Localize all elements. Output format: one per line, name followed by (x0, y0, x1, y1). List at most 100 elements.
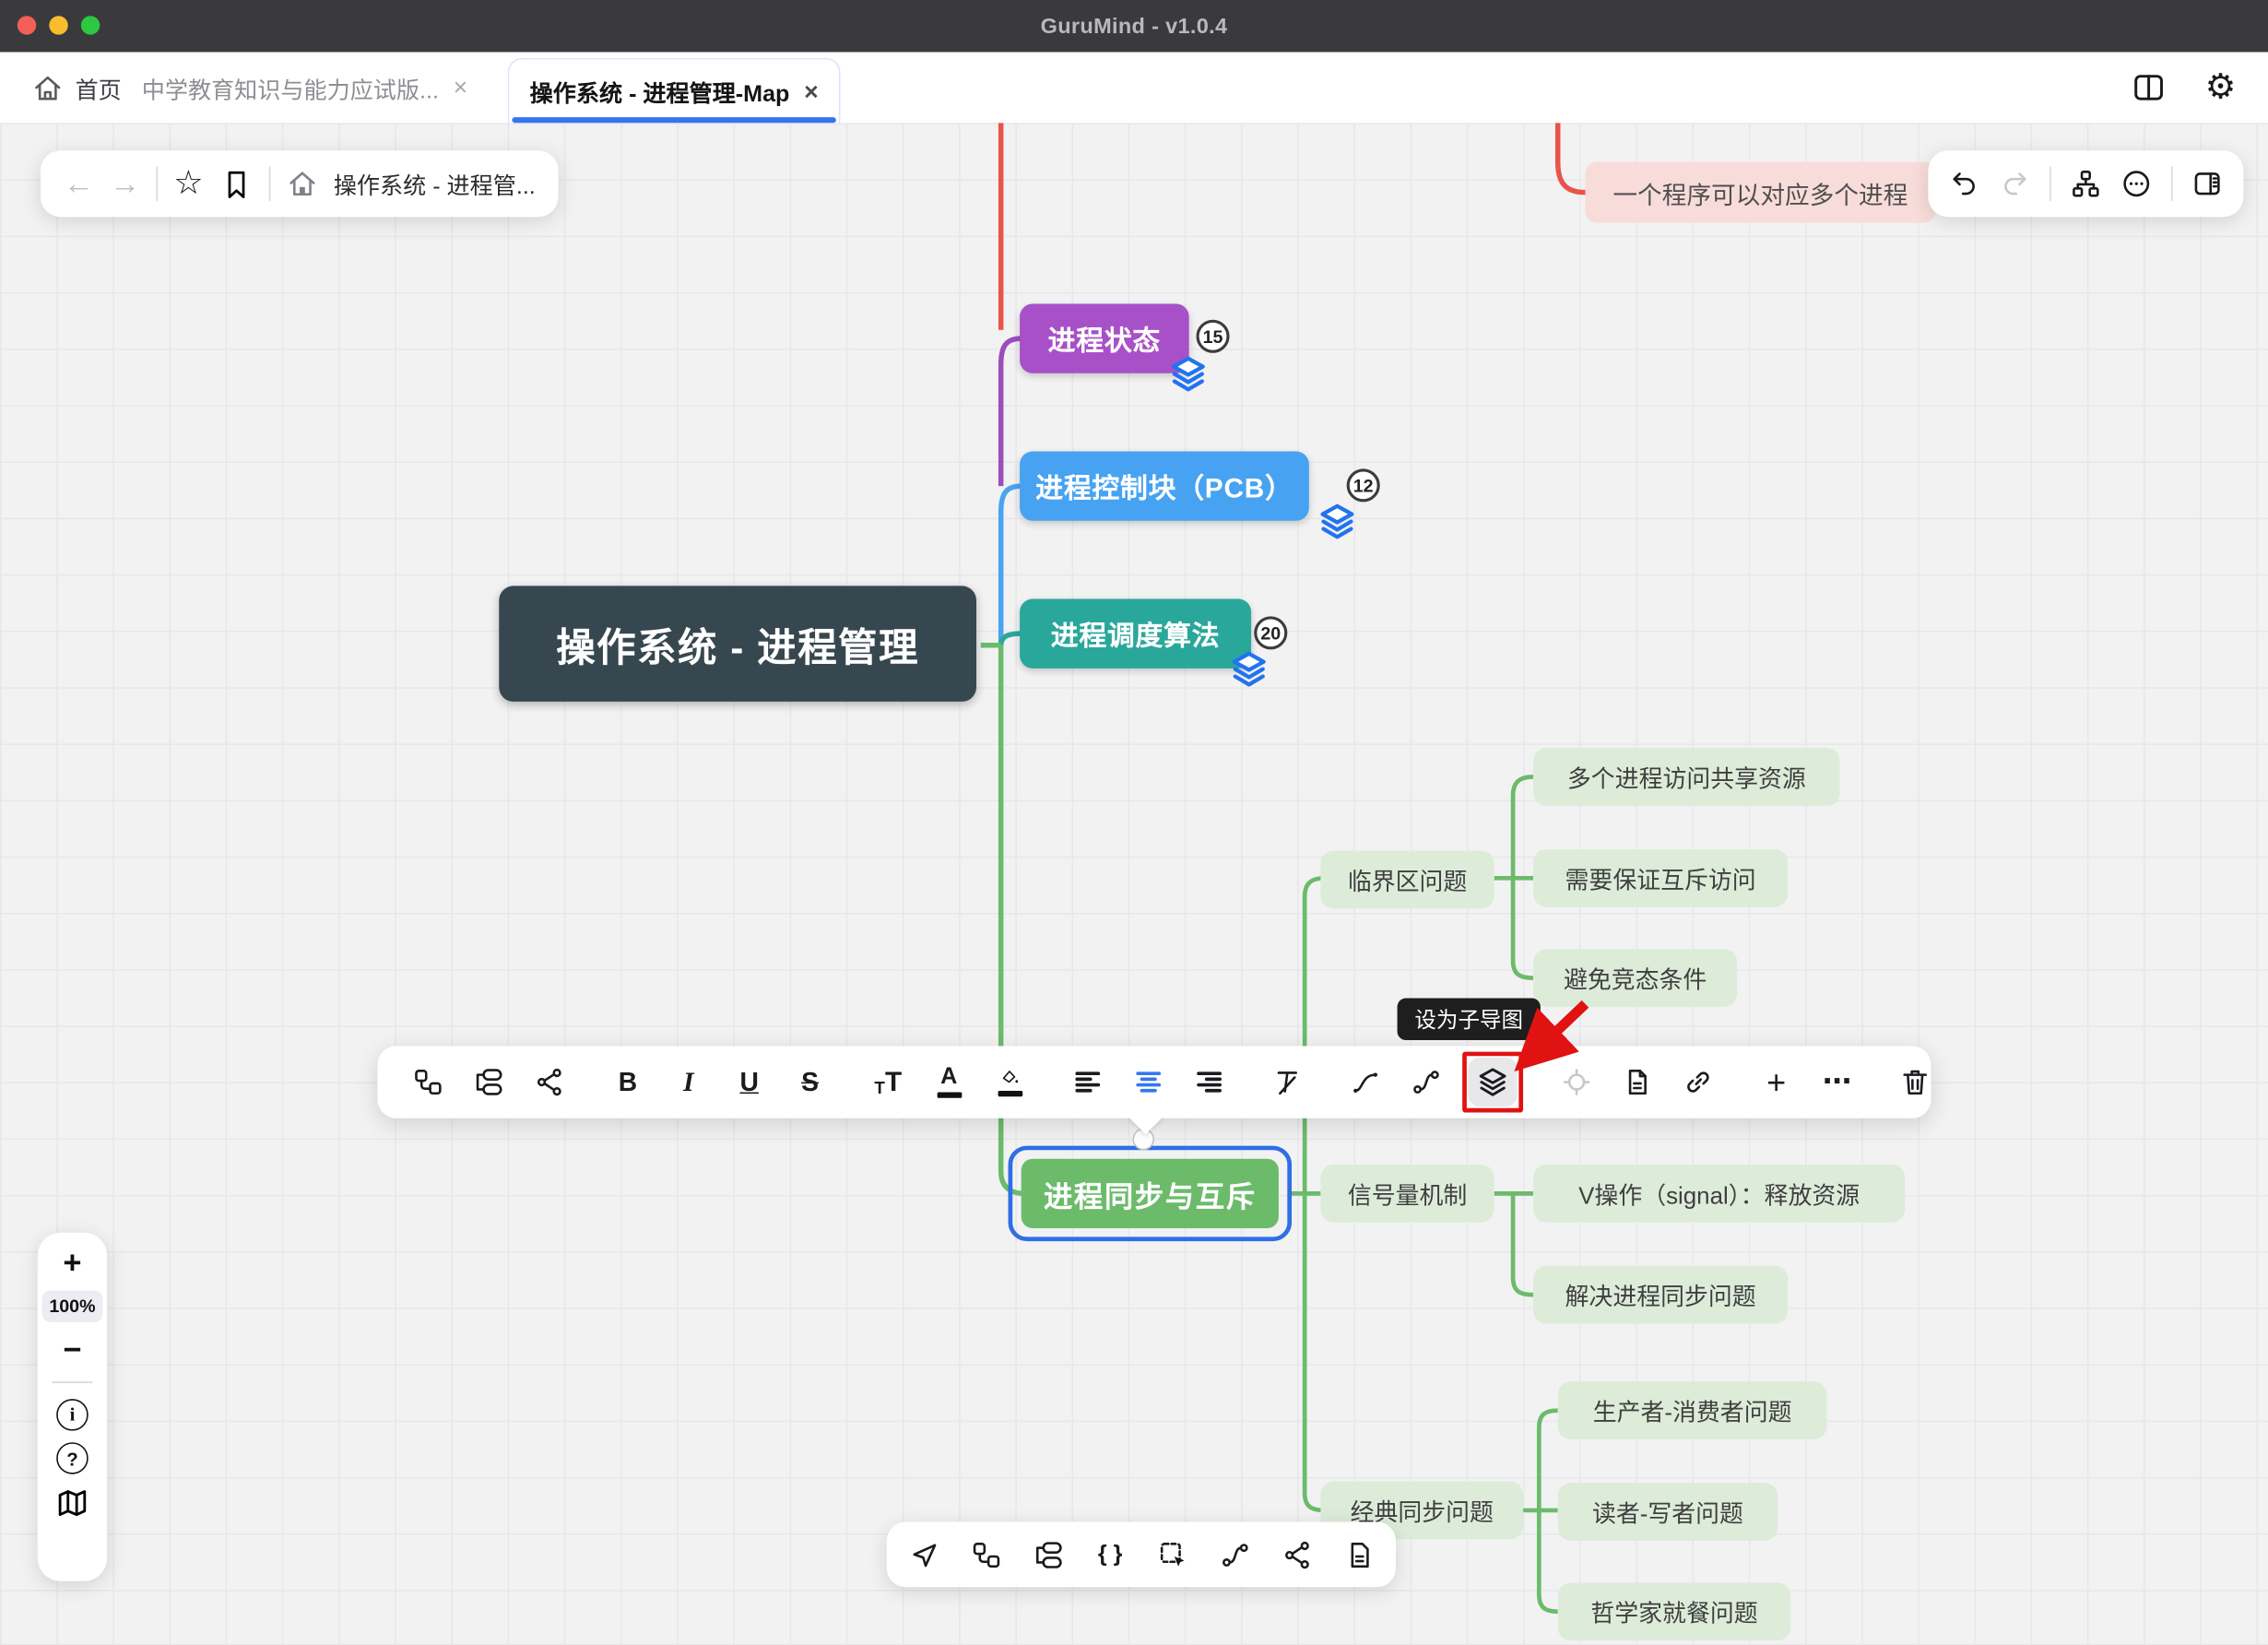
sibling-node-icon[interactable] (1023, 1530, 1072, 1579)
root-node[interactable]: 操作系统 - 进程管理 (499, 586, 977, 702)
leaf-node[interactable]: V操作（signal）：释放资源 (1533, 1164, 1906, 1223)
submap-tooltip: 设为子导图 (1397, 998, 1541, 1041)
node-critical-section[interactable]: 临界区问题 (1320, 850, 1494, 909)
breadcrumb[interactable]: 操作系统 - 进程管... (333, 174, 536, 200)
close-window-button[interactable] (17, 16, 37, 35)
more-circle-icon[interactable] (2120, 168, 2153, 200)
submap-layers-icon[interactable] (1317, 501, 1356, 542)
plus-label: + (1766, 1062, 1787, 1101)
zoom-level[interactable]: 100% (41, 1290, 103, 1322)
settings-gear-icon[interactable]: ⚙ (2204, 66, 2237, 107)
node-sync-mutex[interactable]: 进程同步与互斥 (1021, 1158, 1279, 1228)
sibling-node-icon[interactable] (465, 1058, 514, 1107)
home-nav[interactable]: 首页 (32, 70, 122, 105)
node-link-icon[interactable] (962, 1530, 1010, 1579)
color-bar (936, 1092, 962, 1098)
node-count-badge: 20 (1254, 616, 1288, 650)
marquee-select-icon[interactable] (1148, 1530, 1197, 1579)
connection-line-icon[interactable] (1401, 1058, 1450, 1107)
node-process-state[interactable]: 进程状态 (1020, 303, 1189, 373)
leaf-node[interactable]: 需要保证互斥访问 (1533, 848, 1789, 907)
navigate-cursor-icon[interactable] (899, 1530, 948, 1579)
leaf-node[interactable]: 哲学家就餐问题 (1557, 1582, 1791, 1641)
minimap-icon[interactable] (55, 1485, 90, 1521)
bold-button[interactable]: B (603, 1058, 652, 1107)
minimize-window-button[interactable] (49, 16, 68, 35)
leaf-node[interactable]: 生产者-消费者问题 (1557, 1381, 1827, 1440)
clear-format-icon[interactable] (1263, 1058, 1312, 1107)
org-chart-icon[interactable] (2070, 168, 2102, 200)
leaf-node[interactable]: 解决进程同步问题 (1533, 1265, 1789, 1324)
divider (2049, 166, 2051, 202)
zoom-panel: + 100% − i ? (37, 1232, 108, 1581)
undo-icon[interactable] (1948, 168, 1980, 200)
node-scheduling[interactable]: 进程调度算法 (1020, 598, 1252, 669)
leaf-node[interactable]: 读者-写者问题 (1557, 1483, 1778, 1541)
sidebar-panel-icon[interactable] (2191, 168, 2224, 200)
tab-close-icon[interactable]: × (453, 74, 468, 101)
favorite-star-icon[interactable]: ☆ (173, 162, 204, 201)
leaf-node[interactable]: 避免竞态条件 (1533, 949, 1738, 1007)
bookmark-icon[interactable] (219, 167, 253, 200)
home-label: 首页 (75, 78, 122, 104)
text-color-button[interactable]: A (925, 1058, 974, 1107)
focus-target-icon[interactable] (1552, 1058, 1601, 1107)
relation-curve-icon[interactable] (1341, 1058, 1389, 1107)
connection-line-icon[interactable] (1210, 1530, 1258, 1579)
color-bar (997, 1091, 1022, 1096)
node-count-badge: 15 (1196, 319, 1230, 353)
tabbar-actions: ⚙ (2132, 69, 2237, 105)
tab-other[interactable]: 中学教育知识与能力应试版... × (122, 52, 488, 123)
redo-icon[interactable] (1999, 168, 2031, 200)
more-options-button[interactable]: ⋯ (1813, 1058, 1861, 1107)
submap-layers-icon[interactable] (1230, 648, 1269, 690)
submap-layers-icon[interactable] (1169, 353, 1208, 395)
node-semaphore[interactable]: 信号量机制 (1320, 1164, 1494, 1223)
add-node-button[interactable]: + (1752, 1058, 1801, 1107)
tab-label: 中学教育知识与能力应试版... (141, 78, 439, 104)
node-count-badge: 12 (1346, 468, 1380, 503)
titlebar: GuruMind - v1.0.4 (0, 0, 2268, 53)
forward-icon[interactable]: → (110, 167, 141, 201)
document-icon[interactable] (1334, 1530, 1383, 1579)
delete-trash-icon[interactable] (1891, 1058, 1940, 1107)
share-icon[interactable] (526, 1058, 574, 1107)
braces-summary-icon[interactable]: { } (1085, 1530, 1134, 1579)
align-center-icon[interactable] (1124, 1058, 1173, 1107)
hyperlink-icon[interactable] (1673, 1058, 1722, 1107)
map-home-icon[interactable] (286, 168, 318, 200)
back-icon[interactable]: ← (64, 167, 94, 201)
toolbar-pointer-notch (1127, 1115, 1164, 1135)
set-submap-layers-icon[interactable] (1468, 1057, 1518, 1107)
tab-label: 操作系统 - 进程管理-Map (529, 82, 790, 108)
font-size-large-t: T (884, 1067, 903, 1098)
align-right-icon[interactable] (1185, 1058, 1234, 1107)
mindmap-canvas[interactable] (0, 123, 2268, 1645)
strikethrough-button[interactable]: S (786, 1058, 834, 1107)
tab-active[interactable]: 操作系统 - 进程管理-Map × (508, 57, 841, 124)
split-view-icon[interactable] (2132, 69, 2168, 105)
italic-button[interactable]: I (664, 1058, 713, 1107)
info-icon[interactable]: i (56, 1399, 89, 1431)
selected-node-outline: 进程同步与互斥 (1008, 1145, 1293, 1242)
node-pcb[interactable]: 进程控制块（PCB） (1020, 451, 1309, 521)
note-document-icon[interactable] (1612, 1058, 1661, 1107)
leaf-node[interactable]: 多个进程访问共享资源 (1533, 748, 1840, 806)
tab-bar: 首页 中学教育知识与能力应试版... × 操作系统 - 进程管理-Map × ⚙ (0, 52, 2268, 124)
divider (2170, 166, 2173, 202)
underline-button[interactable]: U (725, 1058, 774, 1107)
zoom-in-button[interactable]: + (63, 1244, 82, 1281)
floating-note[interactable]: 一个程序可以对应多个进程 (1585, 161, 1936, 223)
fill-color-button[interactable] (985, 1058, 1034, 1107)
zoom-out-button[interactable]: − (63, 1331, 82, 1367)
home-icon (35, 76, 61, 100)
underline-label: U (739, 1067, 759, 1097)
fullscreen-window-button[interactable] (80, 16, 100, 35)
share-icon[interactable] (1272, 1530, 1321, 1579)
tab-close-icon[interactable]: × (804, 77, 819, 105)
align-left-icon[interactable] (1063, 1058, 1112, 1107)
node-link-icon[interactable] (404, 1058, 453, 1107)
help-icon[interactable]: ? (56, 1442, 89, 1474)
